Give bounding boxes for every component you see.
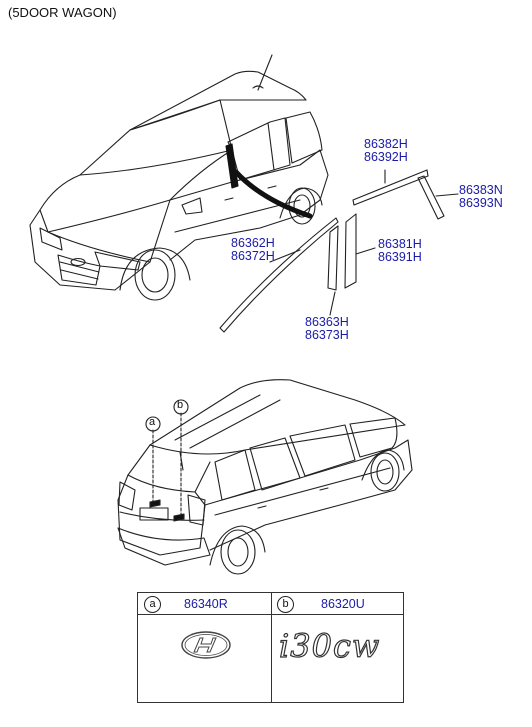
part-86383N-molding xyxy=(417,175,445,220)
legend-part-86320U[interactable]: 86320U xyxy=(321,597,365,611)
callout-a-label: a xyxy=(149,416,156,428)
part-86382H-molding xyxy=(352,169,429,206)
part-86381H-molding xyxy=(344,213,357,289)
legend-letter-b: b xyxy=(277,596,294,613)
part-number-86392H[interactable]: 86392H xyxy=(364,150,408,164)
part-number-86393N[interactable]: 86393N xyxy=(459,196,503,210)
pillar-highlight xyxy=(225,143,239,189)
part-number-86391H[interactable]: 86391H xyxy=(378,250,422,264)
callout-b-circle xyxy=(173,399,189,415)
rear-hyundai-emblem xyxy=(149,499,161,508)
part-number-86363H[interactable]: 86363H xyxy=(305,315,349,329)
legend-header-b: b 86320U xyxy=(271,593,404,615)
diagram-title: (5DOOR WAGON) xyxy=(8,5,117,20)
car-rear-view xyxy=(117,379,413,575)
part-number-86382H[interactable]: 86382H xyxy=(364,137,408,151)
legend-header-a: a 86340R xyxy=(138,593,271,615)
legend-part-86340R[interactable]: 86340R xyxy=(184,597,228,611)
legend-divider xyxy=(271,593,272,702)
callout-a-circle xyxy=(145,416,161,432)
callout-b-label: b xyxy=(177,399,184,411)
i30cw-emblem: i30cw xyxy=(278,626,381,665)
hyundai-logo-emblem xyxy=(181,631,231,659)
part-86363H-molding xyxy=(327,225,339,291)
rear-model-emblem xyxy=(173,513,185,522)
part-number-86362H[interactable]: 86362H xyxy=(231,236,275,250)
part-number-86373H[interactable]: 86373H xyxy=(305,328,349,342)
emblem-legend-table: a 86340R b 86320U i30cw xyxy=(137,592,404,703)
part-number-86381H[interactable]: 86381H xyxy=(378,237,422,251)
part-number-86372H[interactable]: 86372H xyxy=(231,249,275,263)
part-number-86383N[interactable]: 86383N xyxy=(459,183,503,197)
legend-letter-a: a xyxy=(144,596,161,613)
part-86362H-molding xyxy=(219,217,339,333)
